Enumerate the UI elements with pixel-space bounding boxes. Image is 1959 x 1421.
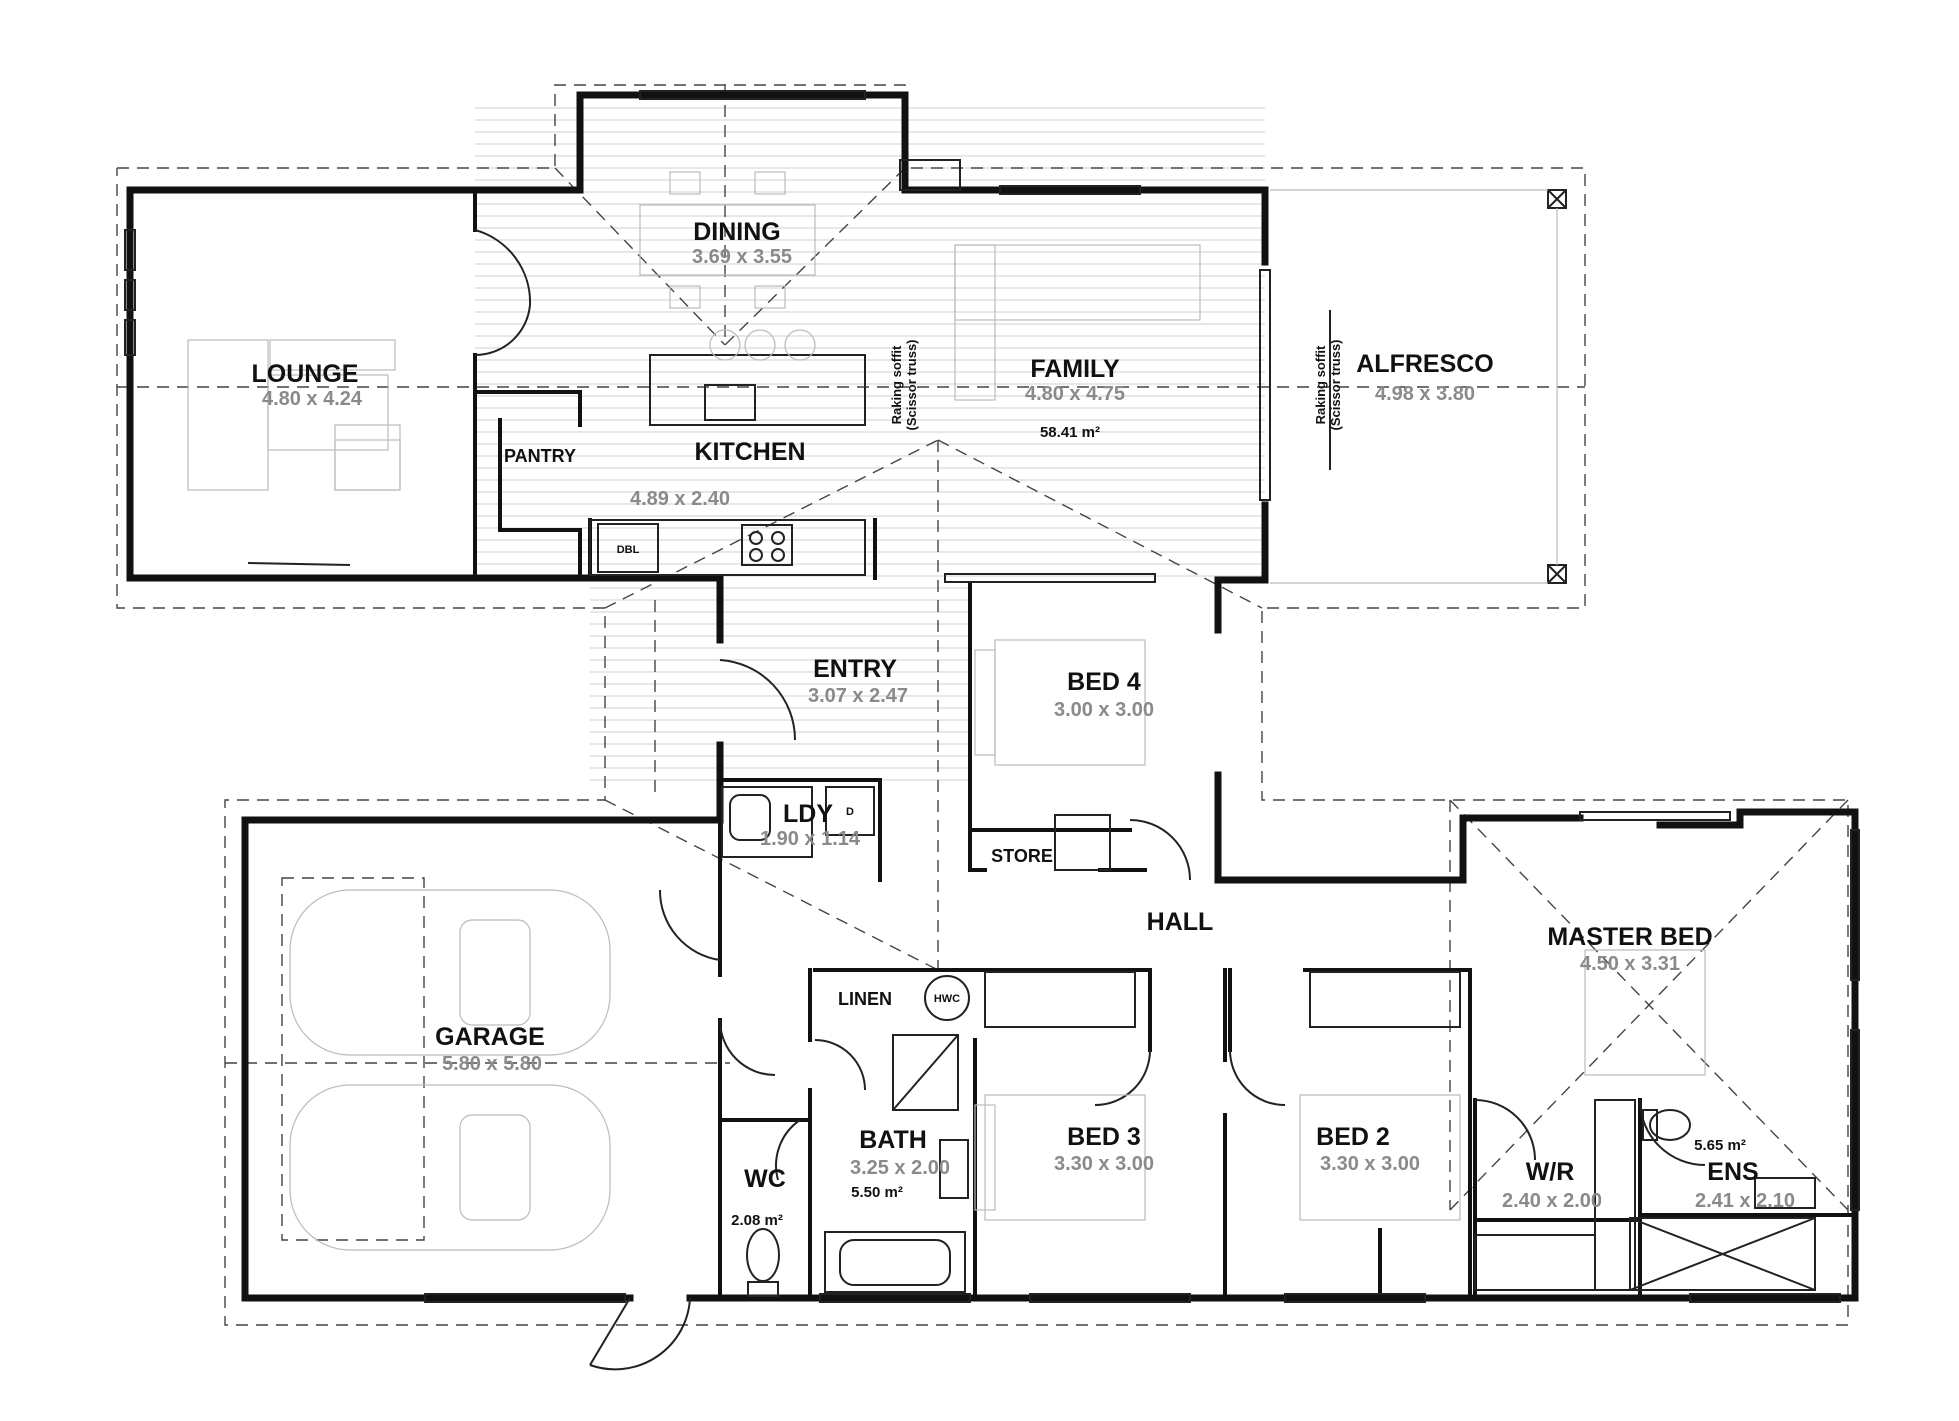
- timber-floor-hatching: [475, 107, 1265, 781]
- alfresco-label: ALFRESCO: [1356, 350, 1494, 378]
- kitchen-label: KITCHEN: [694, 438, 805, 466]
- entry-size: 3.07 x 2.47: [808, 685, 908, 707]
- bed2-size: 3.30 x 3.00: [1320, 1153, 1420, 1175]
- kitchen-size: 4.89 x 2.40: [630, 488, 730, 510]
- external-walls: [126, 91, 1859, 1302]
- ensuite-label: ENS: [1707, 1158, 1758, 1186]
- room-labels: LOUNGE 4.80 x 4.24 DINING 3.69 x 3.55 FA…: [252, 218, 1796, 1229]
- family-size: 4.80 x 4.75: [1025, 383, 1125, 405]
- family-label: FAMILY: [1030, 355, 1120, 383]
- bath-area: 5.50 m²: [851, 1184, 903, 1201]
- master-bed-label: MASTER BED: [1547, 923, 1712, 951]
- windows: [124, 90, 1860, 1303]
- wc-area: 2.08 m²: [731, 1212, 783, 1229]
- bed2-label: BED 2: [1316, 1123, 1390, 1151]
- walk-in-robe-size: 2.40 x 2.00: [1502, 1190, 1602, 1212]
- hall-label: HALL: [1147, 908, 1214, 936]
- door-swings: [474, 229, 1706, 1371]
- bed3-size: 3.30 x 3.00: [1054, 1153, 1154, 1175]
- roof-outline: [116, 84, 1849, 1326]
- dining-size: 3.69 x 3.55: [692, 246, 792, 268]
- dining-table: [639, 171, 816, 309]
- ensuite-size: 2.41 x 2.10: [1695, 1190, 1795, 1212]
- bed4-size: 3.00 x 3.00: [1054, 699, 1154, 721]
- bed3-label: BED 3: [1067, 1123, 1141, 1151]
- dining-label: DINING: [693, 218, 781, 246]
- store-label: STORE: [991, 846, 1053, 866]
- living-area: 58.41 m²: [1040, 424, 1100, 441]
- lounge-label: LOUNGE: [252, 360, 359, 388]
- alfresco-soffit-note-1: Raking soffit: [1313, 345, 1328, 424]
- ensuite-area: 5.65 m²: [1694, 1137, 1746, 1154]
- lounge-size: 4.80 x 4.24: [262, 388, 363, 410]
- soffit-note-1: Raking soffit: [889, 345, 904, 424]
- garage-label: GARAGE: [435, 1023, 545, 1051]
- family-sofa: [954, 244, 1201, 401]
- bath-fixtures: [746, 1034, 1816, 1297]
- bath-size: 3.25 x 2.00: [850, 1157, 950, 1179]
- garage-size: 5.80 x 5.80: [442, 1053, 542, 1075]
- pantry-label: PANTRY: [504, 446, 576, 466]
- dryer-label: D: [846, 806, 854, 818]
- beds: [974, 639, 1706, 1221]
- bath-label: BATH: [859, 1126, 927, 1154]
- laundry-label: LDY: [783, 800, 833, 828]
- lounge-furniture: [187, 339, 401, 566]
- alfresco-posts: [1270, 189, 1567, 584]
- laundry-size: 1.90 x 1.14: [760, 828, 861, 850]
- kitchen-island: DBL: [589, 329, 866, 576]
- garage-cars: [289, 889, 611, 1251]
- alfresco-size: 4.98 x 3.80: [1375, 383, 1475, 405]
- laundry-fixtures: D: [721, 786, 970, 1021]
- alfresco-soffit-note-2: (Scissor truss): [1328, 339, 1343, 430]
- soffit-note-2: (Scissor truss): [904, 339, 919, 430]
- hwc-label: HWC: [934, 993, 960, 1005]
- master-bed-size: 4.50 x 3.31: [1580, 953, 1680, 975]
- walk-in-robe-label: W/R: [1526, 1158, 1575, 1186]
- robes: [984, 814, 1636, 1291]
- linen-label: LINEN: [838, 989, 892, 1009]
- bed4-label: BED 4: [1067, 668, 1141, 696]
- double-oven-label: DBL: [617, 544, 640, 556]
- wc-label: WC: [744, 1165, 786, 1193]
- entry-label: ENTRY: [813, 655, 897, 683]
